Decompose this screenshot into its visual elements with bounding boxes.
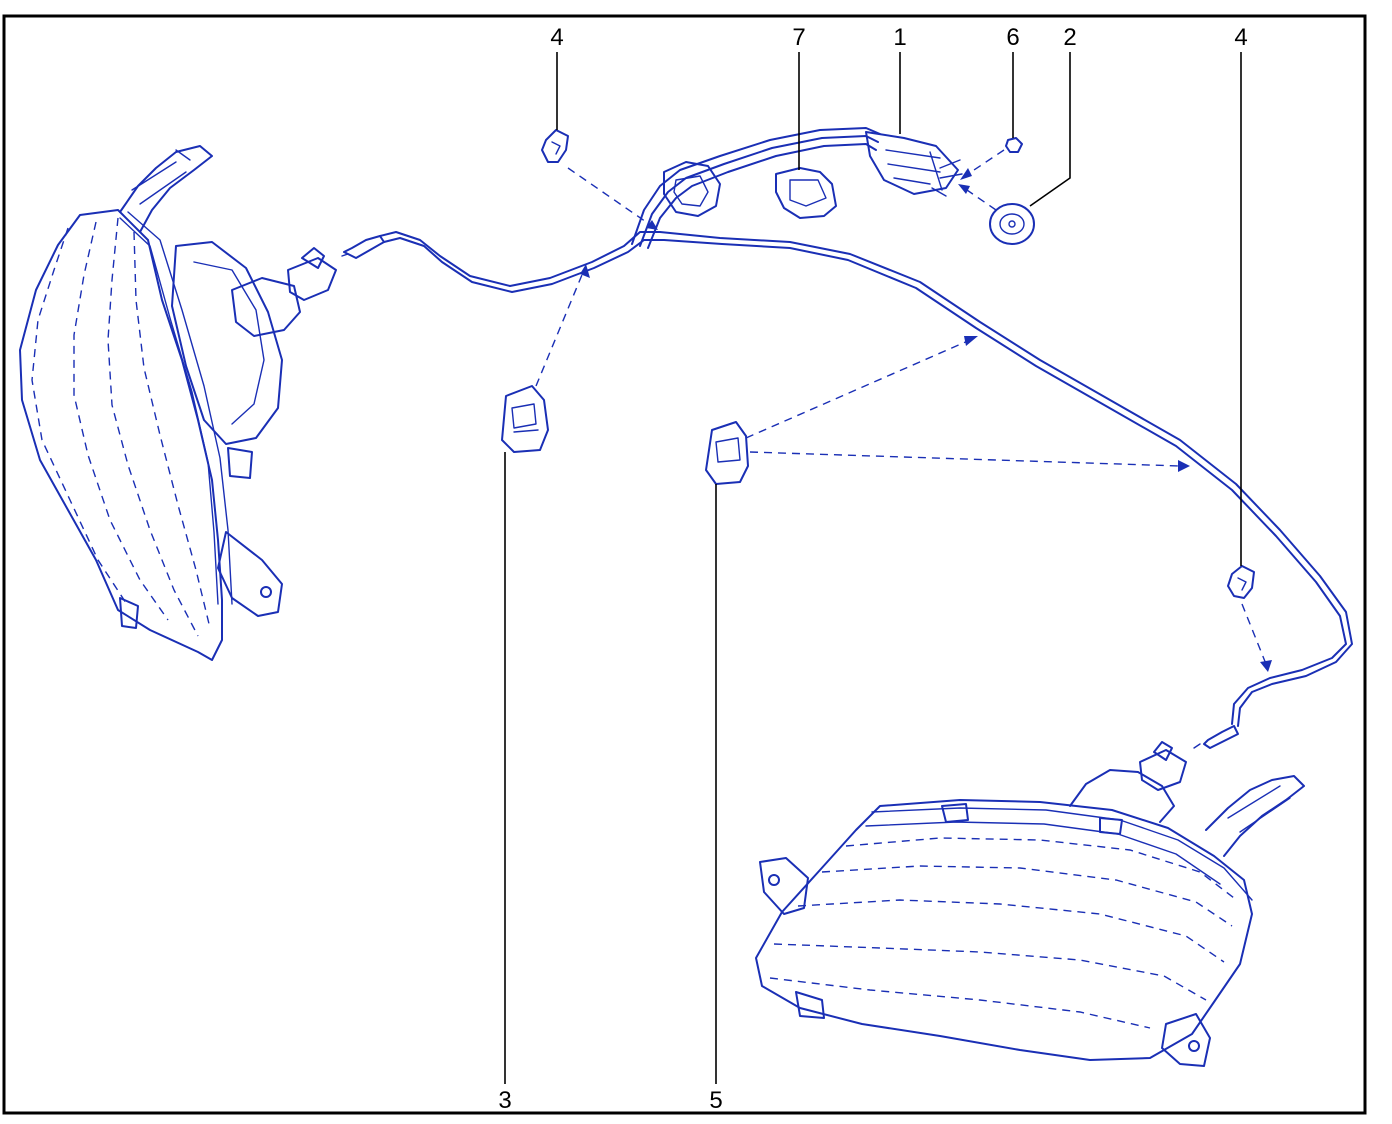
part-3-clip [501,385,549,453]
part-4-left-clip [541,129,569,163]
part-6-screw [1005,137,1023,153]
callout-7: 7 [792,24,805,51]
part-7-bracket [775,167,837,219]
callout-5: 5 [709,1087,722,1114]
callout-1: 1 [893,24,906,51]
right-headlamp [755,741,1305,1067]
callout-2: 2 [1063,24,1076,51]
part-4-right-clip [1227,565,1255,599]
callout-3: 3 [498,1087,511,1114]
left-headlamp [19,145,337,661]
assembly-arrows [535,149,1272,672]
callout-4-right: 4 [1234,24,1247,51]
callout-6: 6 [1006,24,1019,51]
cable-assembly [341,127,1353,749]
diagram-border [2,14,1367,1115]
part-5-clip [705,421,749,485]
part-2-grommet [989,203,1035,245]
leader-lines [504,52,1242,1084]
callout-labels: 4 7 1 6 2 4 3 5 [498,24,1247,1114]
callout-4-left: 4 [550,24,563,51]
